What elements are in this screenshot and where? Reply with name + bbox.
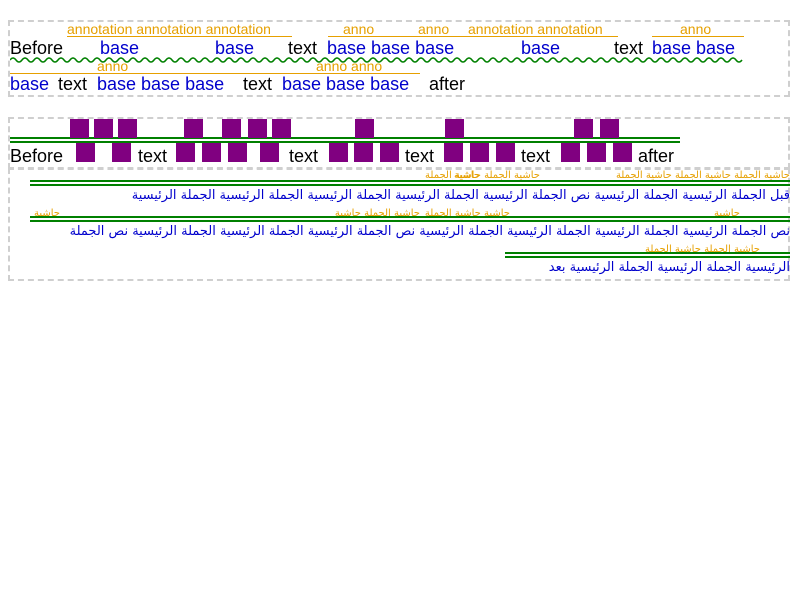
overline [30,184,790,186]
text-label: text [405,146,435,166]
text-label: text [521,146,551,166]
annotation-3: anno [418,21,450,37]
overline [10,137,680,139]
text-label: text [289,146,319,166]
annotation-underline [67,36,292,37]
base-text: base base base [282,74,410,94]
arabic-annotation: حاشية الجملة حاشية الجملة [645,244,760,255]
arabic-annotation: حاشية الجملة حاشية الجملة [425,170,540,181]
annotation-box [272,119,291,138]
arabic-annotation: حاشية حاشية الجملة [424,208,510,219]
base-box [470,143,489,162]
base-text: base [100,38,140,58]
base-text: base base base [327,38,455,58]
text-label: text [138,146,168,166]
base-box [561,143,580,162]
annotation-2: anno [343,21,375,37]
base-box [496,143,515,162]
arabic-annotation: حاشية الجملة حاشية [334,208,420,219]
annotation-box [222,119,241,138]
base-text: base base base [97,74,225,94]
annotation-underline [10,73,420,74]
overline [30,220,790,222]
after-text: after [429,74,466,94]
annotation-box [600,119,619,138]
base-box [76,143,95,162]
before-text: Before [10,38,64,58]
base-box [444,143,463,162]
plain-text: text [243,74,273,94]
plain-text: text [614,38,644,58]
wavy-underline [10,57,743,63]
overline [30,216,790,218]
overline [505,252,790,254]
arabic-line: الرئيسية الجملة الرئيسية الجملة الرئيسية… [548,260,790,275]
base-box [587,143,606,162]
annotation-6: anno [97,58,129,74]
arabic-annotation: حاشية [454,170,480,181]
base-box [228,143,247,162]
annotation-underline [328,36,618,37]
base-box [202,143,221,162]
base-box [354,143,373,162]
annotation-7: anno anno [316,58,383,74]
base-text: base base [652,38,736,58]
arabic-annotation: حاشية [714,208,740,219]
arabic-annotation: حاشية الجملة حاشية الجملة حاشية الجملة [615,170,790,181]
plain-text: text [58,74,88,94]
arabic-line: نص الجملة الرئيسية الجملة الرئيسية الجمل… [69,224,790,239]
base-box [112,143,131,162]
annotation-box [248,119,267,138]
annotation-box [445,119,464,138]
annotation-box [94,119,113,138]
ruby-section-1 [8,20,790,97]
before-label: Before [10,146,64,166]
base-box [380,143,399,162]
annotation-box [70,119,89,138]
overline [30,180,790,182]
base-box [329,143,348,162]
base-text: base [521,38,561,58]
ruby-section-3 [8,168,790,281]
arabic-line: قبل الجملة الرئيسية الجملة الرئيسية نص ا… [131,188,790,203]
annotation-box [355,119,374,138]
base-text: base [215,38,255,58]
annotation-5: anno [680,21,712,37]
after-label: after [638,146,675,166]
base-text: base [10,74,50,94]
annotation-4: annotation annotation [468,21,603,37]
annotation-underline [652,36,744,37]
base-box [260,143,279,162]
annotation-box [118,119,137,138]
plain-text: text [288,38,318,58]
annotation-box [574,119,593,138]
overline [10,141,680,143]
arabic-annotation: حاشية [34,208,60,219]
base-box [613,143,632,162]
annotation-1: annotation annotation annotation [67,21,271,37]
annotation-box [184,119,203,138]
base-box [176,143,195,162]
overline [505,256,790,258]
